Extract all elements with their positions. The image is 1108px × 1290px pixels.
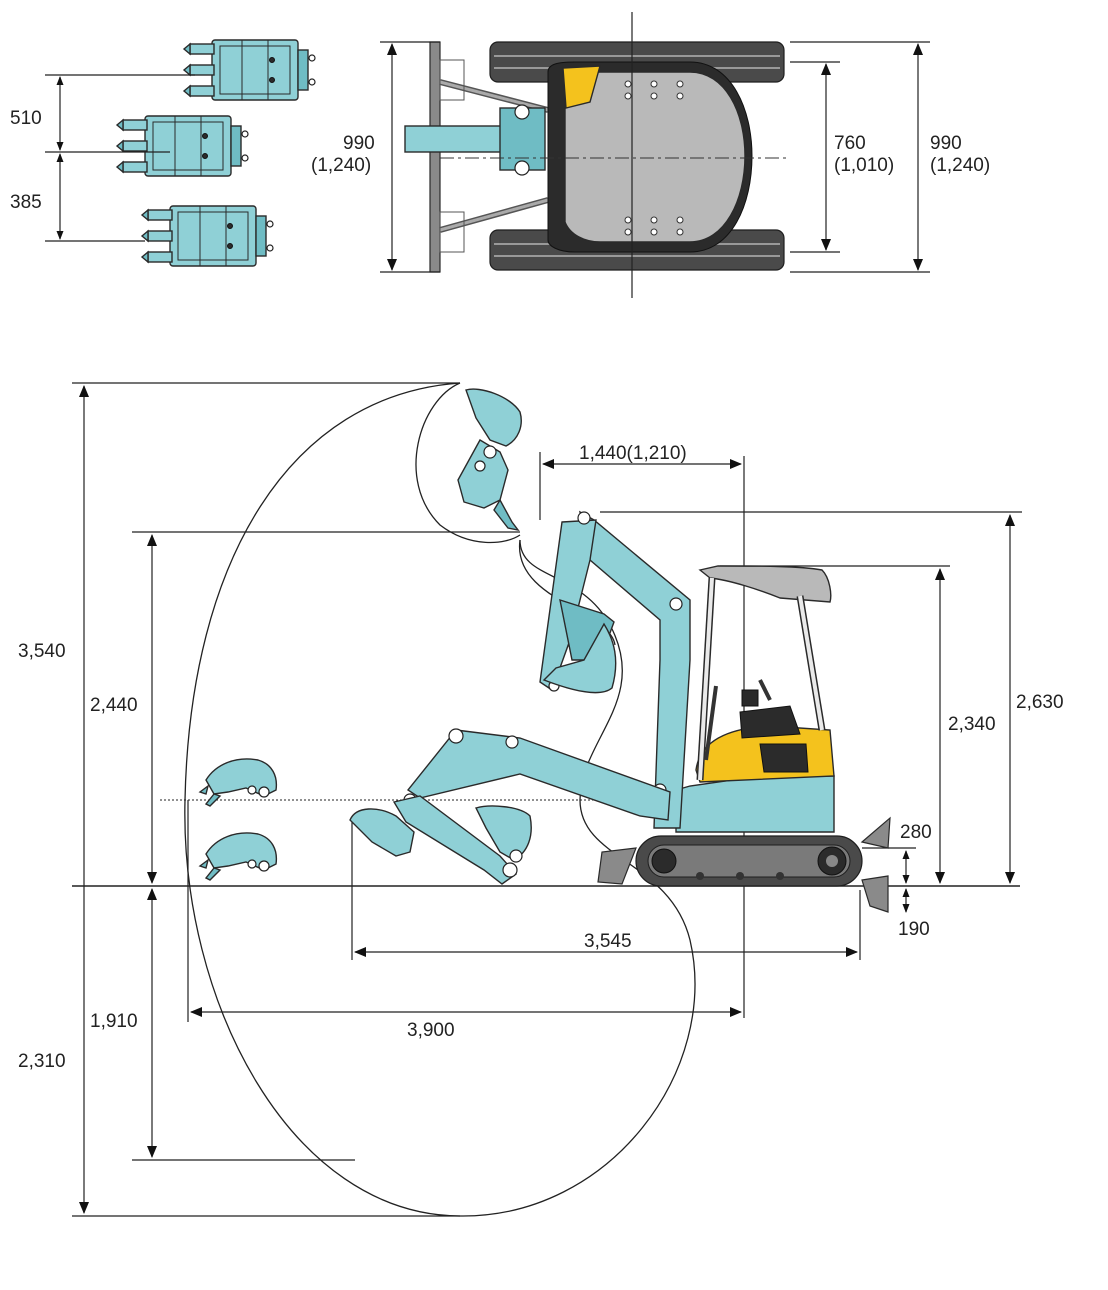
bucket-top-center [116, 115, 249, 177]
side-track [635, 835, 863, 887]
canopy-height-label: 2,340 [948, 714, 996, 735]
top-boom [404, 125, 516, 153]
top-yellow-cover [562, 65, 601, 109]
top-width-left-label: 990 [343, 133, 375, 154]
bucket-top-upper [183, 39, 316, 101]
side-canopy [696, 565, 832, 781]
max-reach-ground-label: 3,900 [407, 1020, 455, 1041]
track-gauge-alt-label: (1,010) [834, 155, 894, 176]
excavator-top-view: 990 (1,240) 760 (1,010) 990 (1,240) [311, 12, 990, 298]
side-bucket-left-lower [199, 832, 278, 881]
side-seat [739, 705, 801, 739]
top-width-right-alt-label: (1,240) [930, 155, 990, 176]
side-upper-body [675, 775, 835, 833]
top-dozer-blade [429, 41, 441, 273]
side-dozer-blade [597, 816, 891, 913]
offset-upper-label: 510 [10, 108, 42, 129]
side-bucket-left-upper [199, 758, 278, 807]
top-width-right-label: 990 [930, 133, 962, 154]
side-bucket-top-position [457, 388, 522, 532]
max-dump-height-label: 2,440 [90, 695, 138, 716]
max-vertical-dig-depth-label: 1,910 [90, 1011, 138, 1032]
side-boom-raised [539, 510, 691, 829]
front-swing-radius-label: 1,440(1,210) [579, 443, 687, 464]
bucket-top-lower [141, 205, 274, 267]
track-gauge-label: 760 [834, 133, 866, 154]
max-digging-height-label: 3,540 [18, 641, 66, 662]
working-range-envelope [184, 382, 696, 1217]
overall-height-label: 2,630 [1016, 692, 1064, 713]
transport-length-label: 3,545 [584, 931, 632, 952]
blade-lower-label: 190 [898, 919, 930, 940]
top-width-left-alt-label: (1,240) [311, 155, 371, 176]
excavator-side-view: 3,540 2,440 1,910 2,310 1,440(1,210) 2,3… [18, 382, 1064, 1217]
offset-lower-label: 385 [10, 192, 42, 213]
max-digging-depth-label: 2,310 [18, 1051, 66, 1072]
side-boom-extended [349, 728, 671, 885]
bucket-offset-views: 510 385 [10, 39, 316, 267]
blade-lift-label: 280 [900, 822, 932, 843]
